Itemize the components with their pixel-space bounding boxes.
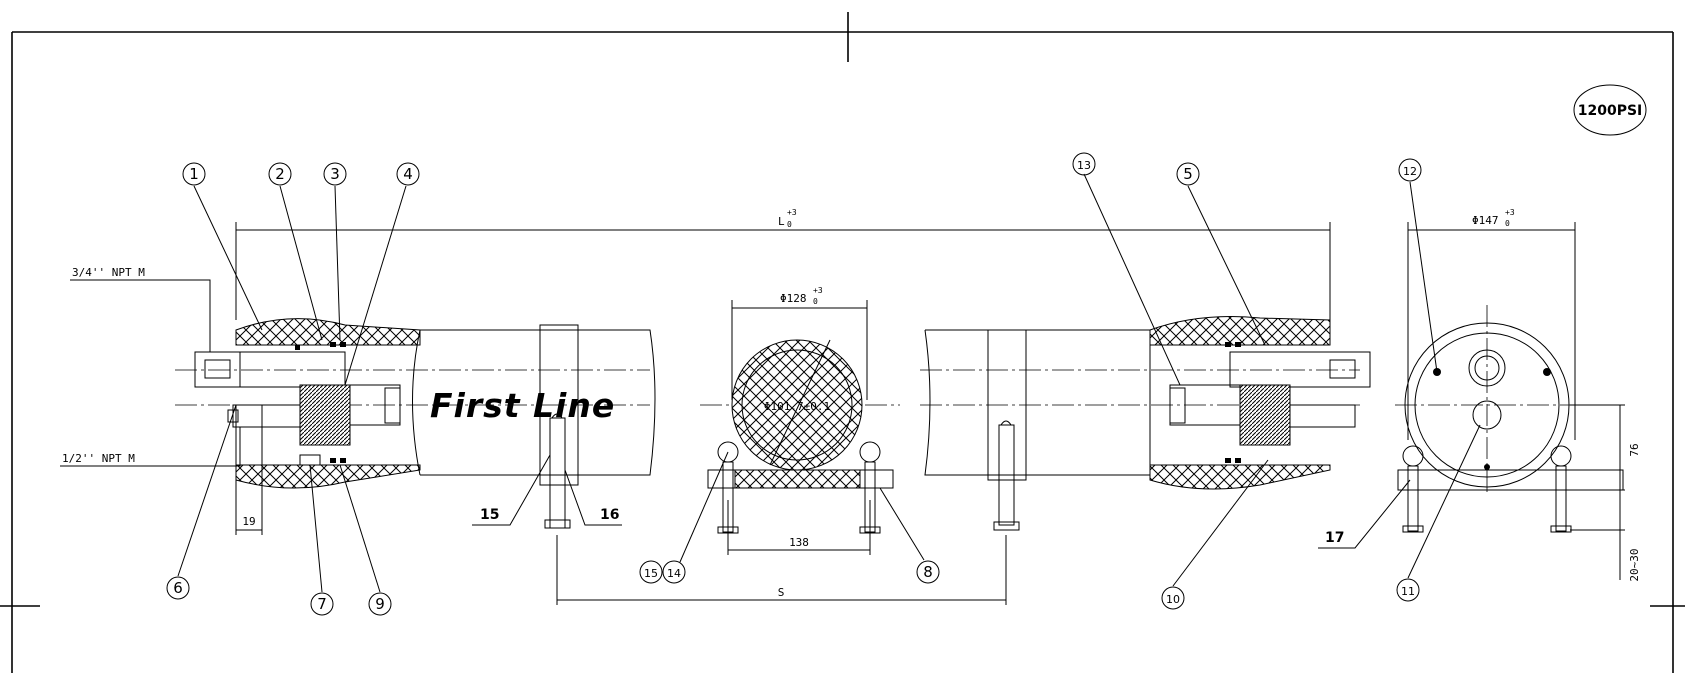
dim-overall-length-tol-lower: 0: [787, 220, 792, 229]
dim-end-od-base: Φ147: [1472, 214, 1499, 227]
callout-7: 7: [310, 592, 334, 616]
dim-center-height: 76: [1628, 443, 1641, 456]
callout-13: 13: [1072, 152, 1096, 176]
callout-15-label: 15: [644, 567, 658, 580]
port-label-bottom: 1/2'' NPT M: [60, 427, 241, 467]
dim-overall-length: L +3 0: [778, 208, 797, 229]
callout-14-label: 14: [667, 567, 681, 580]
port-label-top: 3/4'' NPT M: [70, 266, 211, 352]
left-support-band: [539, 324, 579, 529]
end-view: [1397, 222, 1625, 580]
callout-6-label: 6: [173, 579, 183, 597]
callout-1-label: 1: [189, 165, 199, 183]
port-label-bottom-text: 1/2'' NPT M: [62, 452, 135, 465]
dim-shell-od-base: Φ128: [780, 292, 807, 305]
label-16-plain: 16: [600, 507, 619, 523]
callout-12: 12: [1398, 158, 1422, 182]
callout-5-label: 5: [1183, 165, 1193, 183]
dim-support-spacing-text: S: [778, 586, 785, 599]
dim-foot-width: 138: [789, 536, 809, 549]
dim-support-spacing: S: [556, 535, 1007, 605]
callout-12-label: 12: [1403, 165, 1417, 178]
dim-foot-offset: 20~30: [1628, 548, 1641, 581]
callout-4: 4: [396, 162, 420, 186]
label-15-plain: 15: [480, 507, 499, 523]
callout-1: 1: [182, 162, 206, 186]
callout-14: 14: [662, 560, 686, 584]
dim-bore-diameter: Φ101.7±0.1: [764, 400, 830, 413]
callout-10: 10: [1161, 586, 1185, 610]
port-label-top-text: 3/4'' NPT M: [72, 266, 145, 279]
callout-15: 15: [639, 560, 663, 584]
callout-8-label: 8: [923, 563, 933, 581]
left-end-assembly: [194, 222, 1331, 535]
pressure-badge: 1200PSI: [1573, 84, 1647, 136]
dim-overall-length-base: L: [778, 215, 785, 228]
dim-end-od-tol-upper: +3: [1505, 208, 1515, 217]
right-end-assembly: [924, 316, 1371, 490]
callout-2: 2: [268, 162, 292, 186]
dim-shell-od-tol-upper: +3: [813, 286, 823, 295]
dim-overall-length-tol-upper: +3: [787, 208, 797, 217]
callout-13-label: 13: [1077, 159, 1091, 172]
callout-3: 3: [323, 162, 347, 186]
callout-3-label: 3: [330, 165, 340, 183]
leader-lines: [177, 173, 1481, 593]
callout-11-label: 11: [1401, 585, 1415, 598]
pressure-badge-label: 1200PSI: [1578, 103, 1643, 119]
callout-7-label: 7: [317, 595, 327, 613]
cross-section-view: [707, 300, 894, 555]
callout-8: 8: [916, 560, 940, 584]
callout-2-label: 2: [275, 165, 285, 183]
label-17-plain: 17: [1325, 530, 1344, 546]
dim-end-port-depth: 19: [242, 515, 255, 528]
drawing-frame: [0, 12, 1685, 673]
callout-9-label: 9: [375, 595, 385, 613]
callout-6: 6: [166, 576, 190, 600]
callout-5: 5: [1176, 162, 1200, 186]
callout-11: 11: [1396, 578, 1420, 602]
callout-4-label: 4: [403, 165, 413, 183]
callout-9: 9: [368, 592, 392, 616]
dim-shell-od: Φ128 +3 0: [780, 286, 823, 306]
dim-end-od: Φ147 +3 0: [1472, 208, 1515, 228]
right-support-band: [987, 329, 1027, 531]
dim-shell-od-tol-lower: 0: [813, 297, 818, 306]
brand-watermark: First Line: [430, 386, 615, 425]
dim-end-od-tol-lower: 0: [1505, 219, 1510, 228]
callout-10-label: 10: [1166, 593, 1180, 606]
